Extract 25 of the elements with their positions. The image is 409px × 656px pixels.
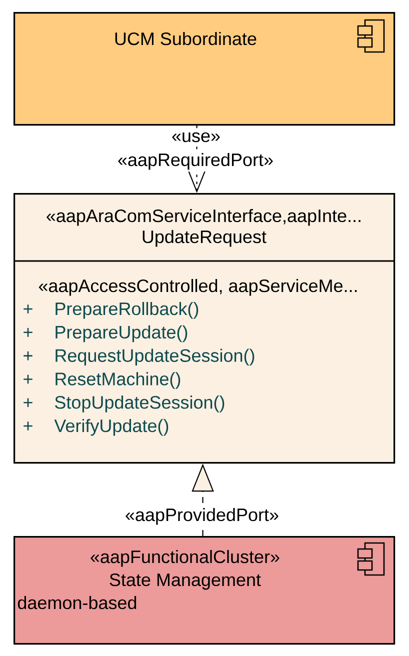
visibility-mark: + [24,398,32,408]
visibility-mark: + [24,328,32,337]
class-name: UpdateRequest [142,230,266,247]
operation-name: ResetMachine() [56,372,180,389]
stereotype-text: «aapAccessControlled, aapServiceMe... [38,278,357,296]
visibility-mark: + [24,374,32,384]
component-box [14,12,396,126]
component-box [14,536,396,645]
operation-name: VerifyUpdate() [54,418,168,436]
stereotype-text: «aapFunctionalCluster» [90,550,280,567]
operation-name: StopUpdateSession() [55,396,224,412]
operation-name: PrepareUpdate() [56,325,188,342]
stereotype-label: «aapRequiredPort» [116,152,275,171]
edge-label: «use» [170,131,222,144]
visibility-mark: + [24,351,32,360]
operation-name: PrepareRollback() [56,302,198,319]
edge-label: «aapProvidedPort» [124,506,280,526]
visibility-mark: + [24,304,32,314]
operation-name: RequestUpdateSession() [56,348,254,366]
class-box [14,193,396,464]
component-name: UCM Subordinate [115,32,256,46]
visibility-mark: + [24,422,32,430]
component-name: State Management [110,573,261,590]
stereotype-text: «aapAraComServiceInterface,aapInte... [46,208,360,226]
property-text: daemon-based [18,596,136,610]
